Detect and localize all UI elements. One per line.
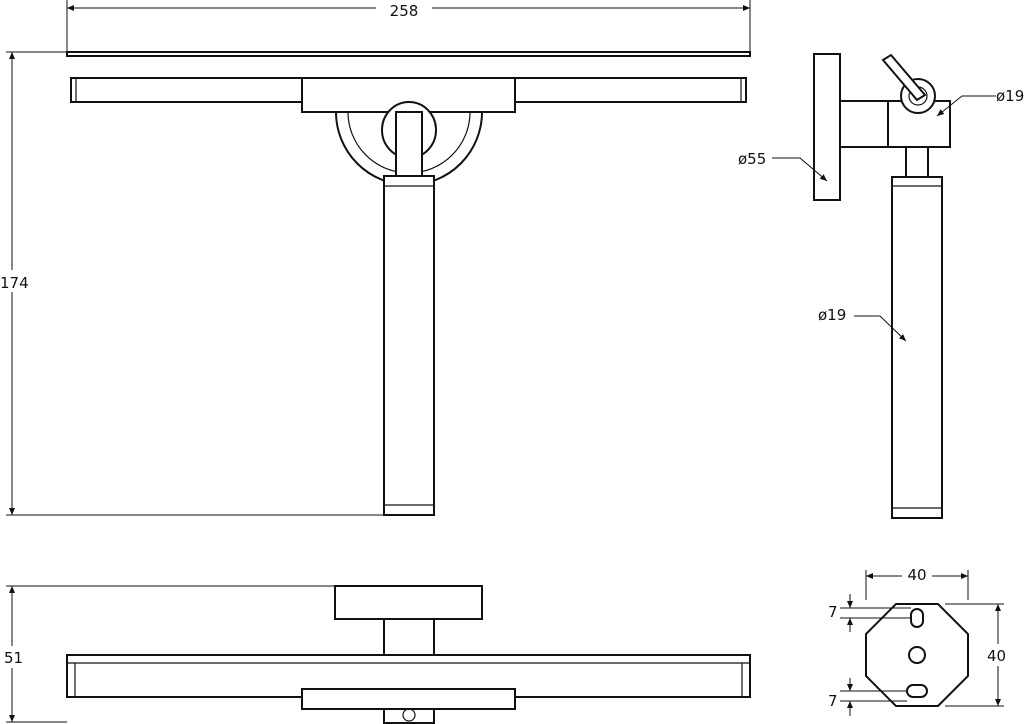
handle <box>383 175 435 516</box>
plate-height-label-bg <box>986 644 1022 666</box>
width-label-bg <box>376 0 432 18</box>
side-neck <box>905 146 929 178</box>
depth-label-bg <box>2 646 26 668</box>
bottom-clamp <box>301 688 516 710</box>
side-handle <box>891 176 943 519</box>
joint-diameter-label: ø19 <box>996 87 1024 105</box>
clamp-lever <box>881 53 927 102</box>
height-label: 174 <box>0 274 29 292</box>
handle-diameter-leader <box>854 315 907 342</box>
side-base-plate <box>813 53 841 201</box>
bottom-hole-label: 7 <box>828 692 838 710</box>
hinge-neck <box>395 111 423 177</box>
side-view: ø55 ø19 ø19 <box>738 53 1024 519</box>
joint-diameter-leader <box>936 95 996 117</box>
plate-width-label: 40 <box>907 566 926 584</box>
plate-height-label: 40 <box>987 647 1006 665</box>
plate-view: 40 40 7 7 <box>828 564 1022 716</box>
width-label: 258 <box>390 2 419 20</box>
squeegee-blade <box>66 51 751 57</box>
depth-label: 51 <box>4 649 23 667</box>
bottom-view: 51 <box>2 585 751 724</box>
height-label-bg <box>0 270 30 292</box>
base-diameter-label: ø55 <box>738 150 766 168</box>
bottom-rosette <box>334 585 483 620</box>
bottom-screw-head <box>402 708 416 722</box>
plate-top-slot <box>910 608 924 628</box>
base-diameter-leader <box>772 157 828 182</box>
plate-center-hole <box>908 646 926 664</box>
plate-bottom-slot <box>906 684 928 698</box>
bottom-neck <box>383 618 435 656</box>
front-view: 258 174 <box>0 0 751 516</box>
side-holder-block <box>839 100 889 148</box>
top-hole-label: 7 <box>828 603 838 621</box>
handle-diameter-label: ø19 <box>818 306 846 324</box>
plate-width-label-bg <box>902 564 932 582</box>
